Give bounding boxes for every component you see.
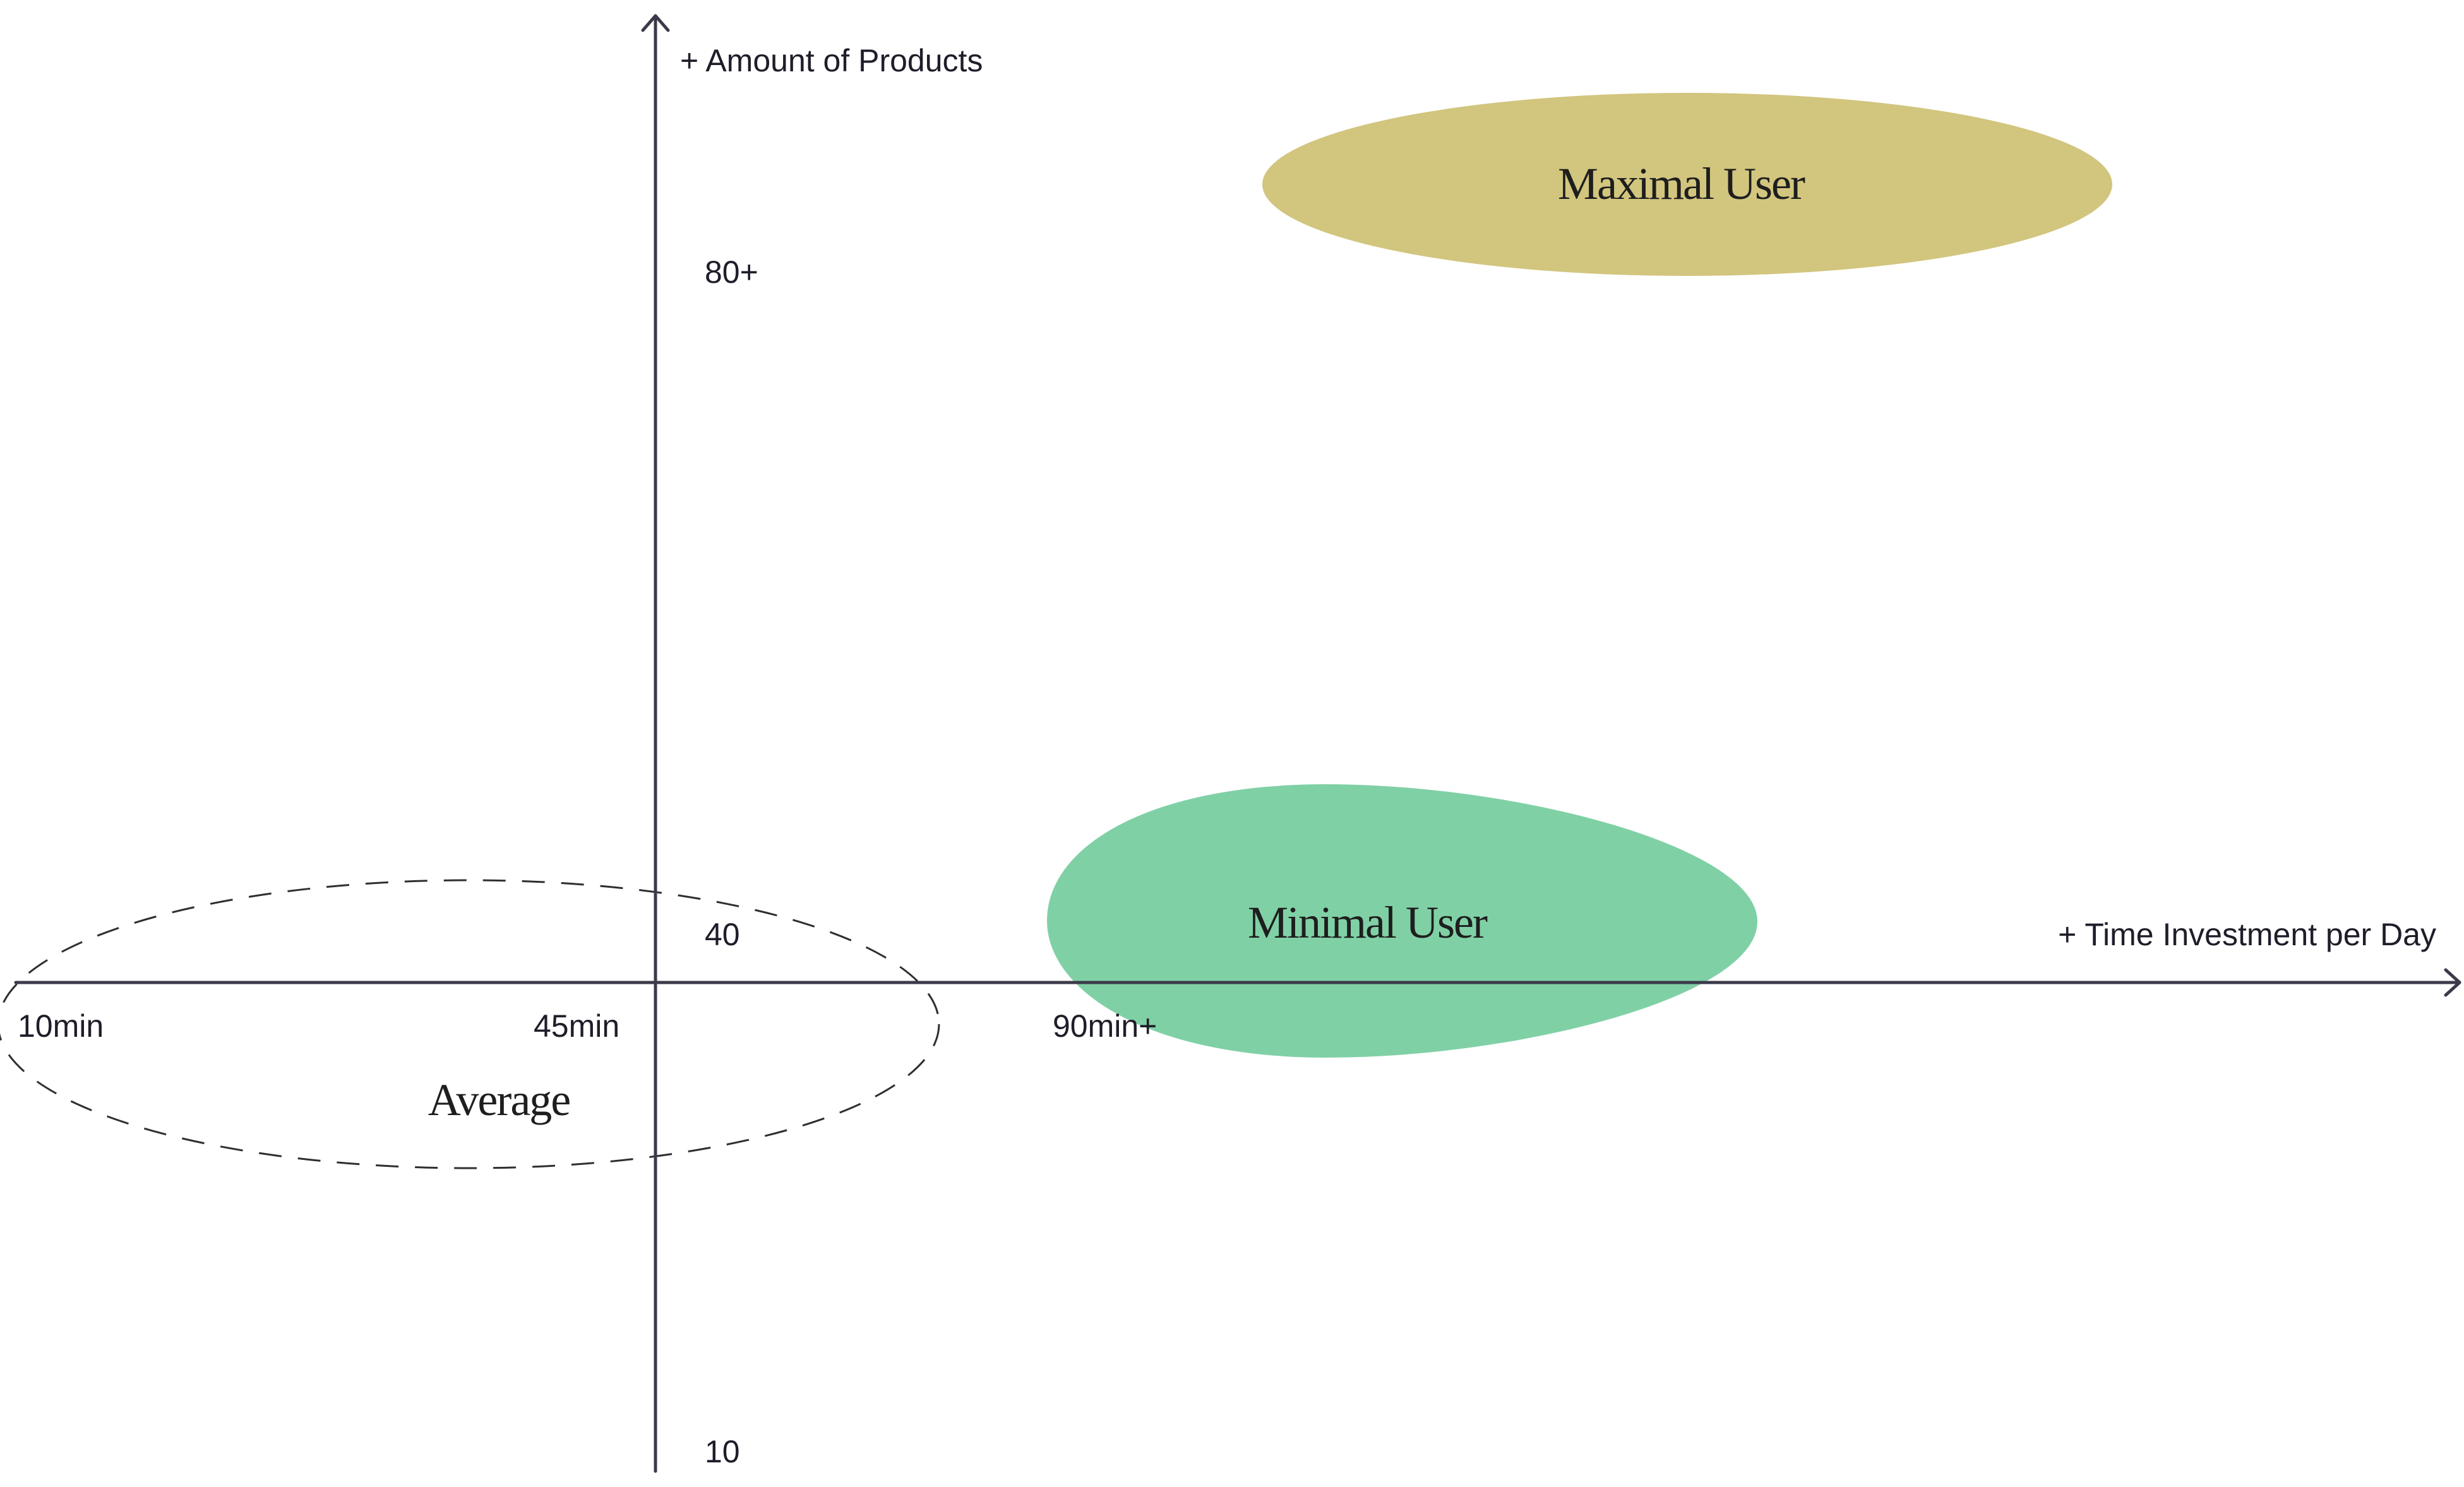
x-axis-arrow <box>2444 968 2461 997</box>
y-tick-label: 10 <box>705 1434 740 1469</box>
x-axis-label: + Time Investment per Day <box>2058 917 2436 952</box>
maximal-user-label: Maximal User <box>1558 158 1805 209</box>
minimal-user-label: Minimal User <box>1248 897 1488 948</box>
y-tick-label: 40 <box>705 917 740 952</box>
y-axis-arrow <box>641 14 670 32</box>
x-tick-label: 45min <box>534 1008 619 1044</box>
x-tick-label: 10min <box>18 1008 104 1044</box>
average-cluster <box>0 879 940 1169</box>
minimal-user-cluster <box>1047 784 1758 1058</box>
average-label: Average <box>428 1075 570 1125</box>
maximal-user-cluster <box>1262 93 2112 276</box>
y-tick-label: 80+ <box>705 254 758 290</box>
x-tick-label: 90min+ <box>1053 1008 1157 1044</box>
y-axis-label: + Amount of Products <box>680 43 983 78</box>
